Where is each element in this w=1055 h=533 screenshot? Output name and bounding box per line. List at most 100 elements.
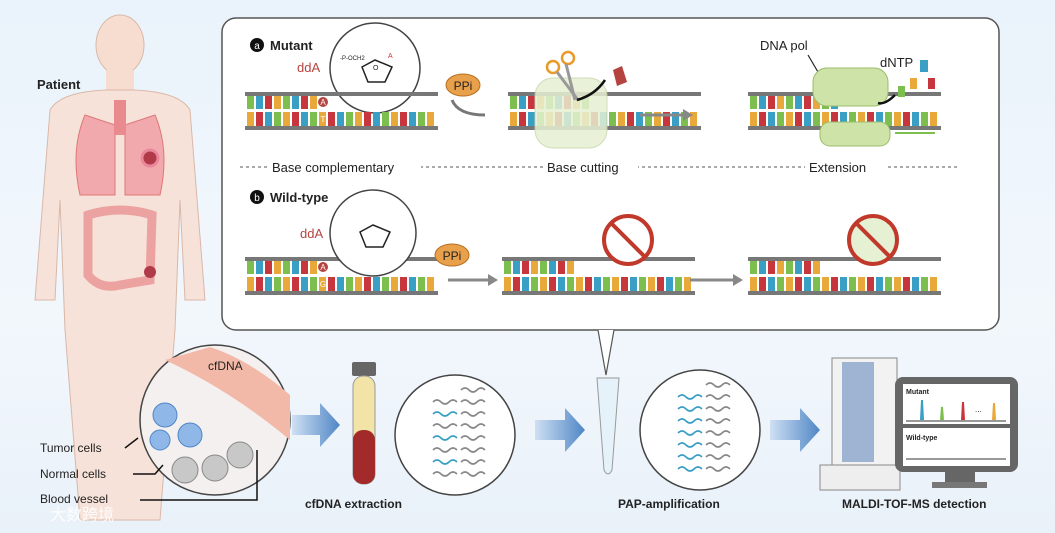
base xyxy=(400,112,407,126)
dna-fragment xyxy=(677,394,703,400)
monitor-mutant-label: Mutant xyxy=(906,389,930,396)
dna-pol-label: DNA pol xyxy=(760,38,808,53)
base xyxy=(777,112,784,126)
base xyxy=(666,277,673,291)
base xyxy=(373,112,380,126)
base xyxy=(301,277,308,291)
base xyxy=(519,96,526,109)
base xyxy=(510,112,517,126)
base xyxy=(256,96,263,109)
base xyxy=(522,261,529,274)
base xyxy=(364,277,371,291)
base xyxy=(759,96,766,109)
base xyxy=(903,112,910,126)
dna-fragment xyxy=(677,454,703,460)
base xyxy=(894,112,901,126)
dna-polymerase xyxy=(812,67,889,107)
scissors-icon xyxy=(545,50,580,101)
base xyxy=(795,112,802,126)
base xyxy=(795,277,802,291)
base xyxy=(274,261,281,274)
base xyxy=(337,277,344,291)
base xyxy=(795,261,802,274)
base xyxy=(247,277,254,291)
blood-vessel-zoom xyxy=(139,344,291,496)
step-extension: Extension xyxy=(809,160,866,175)
svg-text:A: A xyxy=(320,98,326,107)
base xyxy=(513,261,520,274)
dna-fragment xyxy=(677,406,703,412)
svg-text:A: A xyxy=(388,53,393,60)
base xyxy=(768,277,775,291)
base xyxy=(759,112,766,126)
dna-fragment xyxy=(705,430,731,436)
svg-text:PPi: PPi xyxy=(443,249,462,263)
base xyxy=(867,277,874,291)
base xyxy=(274,112,281,126)
base xyxy=(750,261,757,274)
base xyxy=(627,112,634,126)
dna-duplex: AT xyxy=(245,92,438,130)
base xyxy=(885,112,892,126)
base xyxy=(840,112,847,126)
step-base-complementary: Base complementary xyxy=(272,160,395,175)
ppi-badge-a xyxy=(445,73,481,97)
pap-amplification-zoom xyxy=(639,369,761,491)
dna-fragment xyxy=(432,459,458,465)
arrow-icon xyxy=(450,99,486,117)
dna-fragment xyxy=(460,411,486,417)
base xyxy=(522,277,529,291)
dna-fragment xyxy=(432,423,458,429)
base xyxy=(427,277,434,291)
tumor-cells-label: Tumor cells xyxy=(40,441,102,455)
base xyxy=(750,277,757,291)
cfdna-extraction-zoom xyxy=(394,374,516,496)
base xyxy=(531,277,538,291)
monitor xyxy=(895,377,1018,488)
monitor-wildtype-label: Wild-type xyxy=(906,435,938,442)
base xyxy=(930,277,937,291)
base xyxy=(319,277,326,291)
svg-text:A: A xyxy=(320,263,326,272)
base xyxy=(618,112,625,126)
process-arrow-icon xyxy=(292,403,340,447)
base xyxy=(292,261,299,274)
badge-b xyxy=(250,190,264,204)
base xyxy=(786,277,793,291)
base xyxy=(292,96,299,109)
dna-fragment xyxy=(460,435,486,441)
base xyxy=(876,112,883,126)
base xyxy=(256,261,263,274)
svg-text:PPi: PPi xyxy=(454,79,473,93)
base xyxy=(519,112,526,126)
dna-fragment xyxy=(705,454,731,460)
base xyxy=(750,96,757,109)
blood-tube xyxy=(352,362,376,485)
base xyxy=(256,112,263,126)
base xyxy=(786,96,793,109)
dntp-icons xyxy=(898,60,935,97)
ppi-badge-b xyxy=(434,243,470,267)
base xyxy=(804,112,811,126)
base xyxy=(786,112,793,126)
base xyxy=(867,112,874,126)
dna-fragment xyxy=(432,399,458,405)
base xyxy=(283,96,290,109)
base xyxy=(301,261,308,274)
base xyxy=(283,261,290,274)
base xyxy=(319,112,326,126)
base xyxy=(531,261,538,274)
dna-fragment xyxy=(460,387,486,393)
step-base-cutting: Base cutting xyxy=(547,160,619,175)
base xyxy=(558,261,565,274)
base xyxy=(301,96,308,109)
base xyxy=(247,261,254,274)
base xyxy=(876,277,883,291)
base xyxy=(310,112,317,126)
dna-fragment xyxy=(705,442,731,448)
base xyxy=(648,277,655,291)
maldi-instrument xyxy=(819,357,901,491)
svg-text:-P-OCH2: -P-OCH2 xyxy=(340,56,365,62)
no-extension-icon xyxy=(847,214,899,266)
